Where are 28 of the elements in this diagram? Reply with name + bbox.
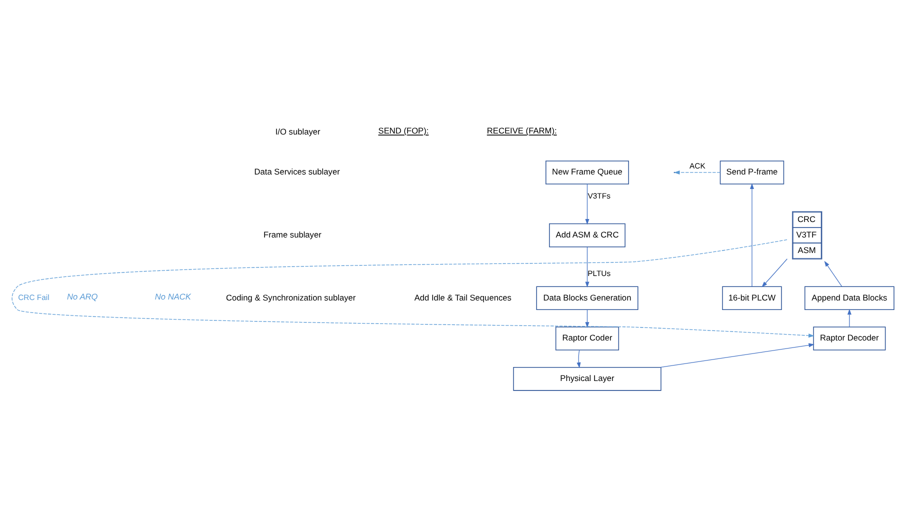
arrow (762, 258, 788, 287)
label: I/O sublayer (275, 126, 320, 136)
label: Frame sublayer (264, 228, 322, 239)
node-box: Data Blocks Generation (536, 286, 638, 310)
arrow (576, 349, 581, 368)
label: Data Services sublayer (254, 166, 340, 176)
node-box: Physical Layer (513, 366, 662, 390)
arrow (824, 260, 842, 286)
node-box: 16-bit PLCW (722, 286, 782, 310)
node-label: Add Idle & Tail Sequences (414, 292, 512, 302)
node-box: New Frame Queue (546, 160, 629, 184)
node-box: Append Data Blocks (804, 286, 894, 310)
arrow (660, 342, 814, 368)
node-box: Add ASM & CRC (549, 222, 626, 247)
label: No ARQ (67, 291, 98, 302)
label: No NACK (154, 291, 191, 302)
arrow (750, 182, 754, 286)
arrow (585, 183, 590, 224)
node-box: Raptor Decoder (813, 326, 886, 350)
node-box: Send P-frame (720, 160, 784, 184)
arrow (847, 308, 852, 327)
node-box: Raptor Coder (555, 326, 620, 350)
arrow (585, 309, 590, 328)
arrow (12, 238, 814, 338)
label: SEND (FOP): (378, 125, 429, 136)
arrow (585, 246, 590, 288)
label: Coding & Synchronization sublayer (226, 292, 356, 302)
label: RECEIVE (FARM): (486, 125, 557, 136)
